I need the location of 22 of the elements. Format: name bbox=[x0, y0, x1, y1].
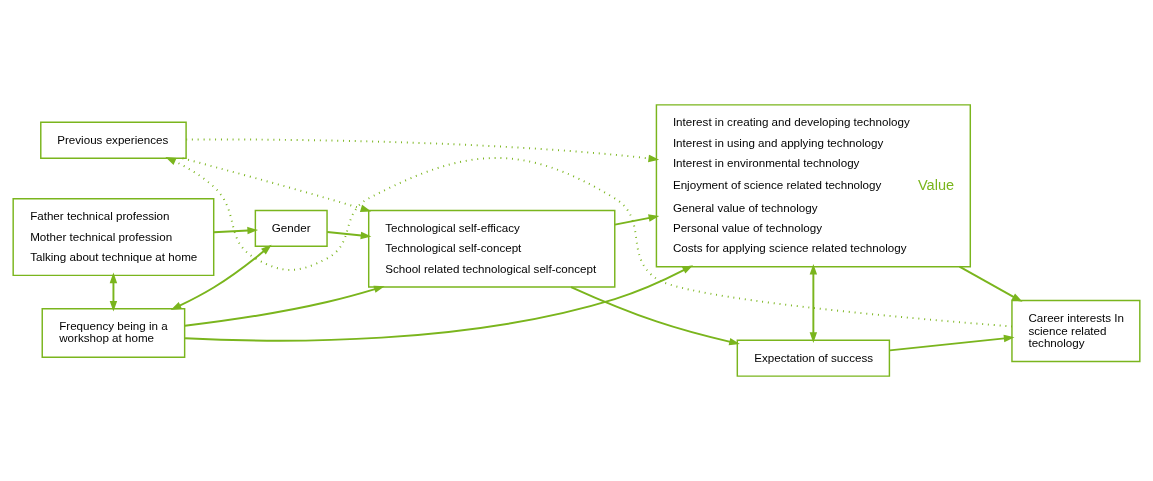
arrow bbox=[809, 263, 818, 343]
node-box: Technological self-efficacy Technological self-concept School related technological self-concept bbox=[367, 209, 616, 288]
arrow bbox=[170, 244, 272, 310]
arrow bbox=[613, 214, 660, 226]
node-box: Previous experiences bbox=[40, 121, 187, 159]
arrow bbox=[183, 285, 385, 327]
node-box: Father technical profession Mother technical profession Talking about technique at home bbox=[12, 198, 215, 277]
arrow bbox=[888, 334, 1015, 352]
node-box: Interest in creating and developing technology Interest in using and applying technology Interest in environmental technology Enjoyment of science related technology Value General value of technology Personal value of technology Costs for applying science related technology bbox=[655, 104, 972, 268]
node-box: Gender bbox=[254, 209, 328, 248]
arrow bbox=[326, 231, 372, 240]
arrow bbox=[109, 272, 118, 312]
arrow bbox=[181, 157, 372, 212]
arrow bbox=[212, 226, 259, 235]
arrow bbox=[185, 138, 660, 163]
node-box: Frequency being in a workshop at home bbox=[41, 308, 186, 358]
node-box: Career interests In science related technology bbox=[1011, 299, 1141, 363]
arrow bbox=[184, 265, 694, 342]
arrow bbox=[958, 265, 1023, 302]
arrow bbox=[165, 157, 1013, 328]
arrow bbox=[570, 286, 740, 346]
node-box: Expectation of success bbox=[736, 339, 891, 377]
